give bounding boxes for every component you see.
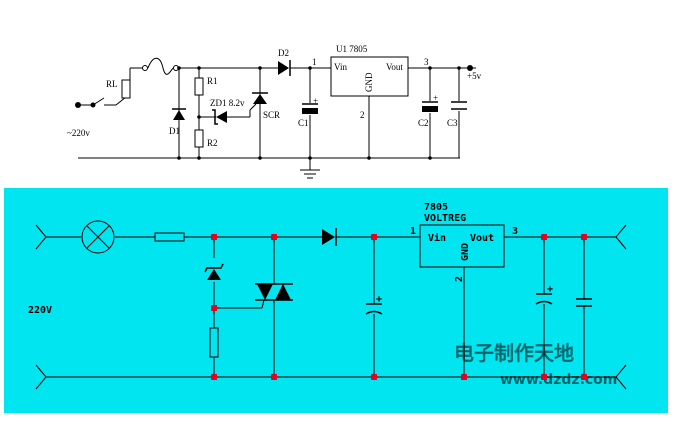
bottom-schematic: 电子制作天地 www.dzdz.com <box>4 188 668 413</box>
c2-capacitor <box>535 293 553 305</box>
watermark-cn: 电子制作天地 <box>454 341 574 365</box>
rl-resistor <box>121 79 131 99</box>
label-type: VOLTREG <box>424 213 466 224</box>
watermark-url: www.dzdz.com <box>500 372 617 388</box>
top-junctions <box>177 66 461 160</box>
label-rl: RL <box>106 79 118 89</box>
lamp <box>81 220 115 254</box>
fuse-terminal-left <box>142 65 148 71</box>
voltage-regulator <box>419 224 505 268</box>
top-wires <box>78 67 470 179</box>
label-d2: D2 <box>278 48 289 58</box>
label-u1: U1 7805 <box>336 44 368 54</box>
top-schematic: RL R1 R2 D1 ZD1 8.2v SCR D2 C1 + U1 7805… <box>67 44 482 179</box>
r2-resistor <box>194 129 204 148</box>
label-vout: Vout <box>386 62 403 72</box>
diode <box>322 228 337 246</box>
label-pin3: 3 <box>424 57 429 67</box>
switch-contact-dot <box>90 102 96 108</box>
input-terminal-dot <box>75 102 81 108</box>
zd1-zener <box>212 109 227 125</box>
label-c1-plus: + <box>313 96 318 106</box>
label-r2: R2 <box>207 138 218 148</box>
label-vout: Vout <box>470 233 494 244</box>
c2-capacitor <box>422 101 438 112</box>
bottom-wires <box>35 224 627 390</box>
label-gnd: GND <box>364 72 374 92</box>
label-c2-plus: + <box>433 93 438 103</box>
scr-thyristor <box>249 92 268 111</box>
label-c2-plus: + <box>547 284 553 295</box>
label-d1: D1 <box>169 126 180 136</box>
label-c1: C1 <box>298 118 309 128</box>
label-gnd: GND <box>460 243 471 261</box>
c3-capacitor <box>451 101 467 110</box>
label-r1: R1 <box>207 76 218 86</box>
c1-capacitor <box>365 303 383 315</box>
scr-thyristor <box>255 283 293 301</box>
d1-diode <box>172 108 186 120</box>
label-pin2: 2 <box>360 110 365 120</box>
label-vin: Vin <box>428 232 446 244</box>
fuse <box>154 232 185 242</box>
label-part: 7805 <box>424 202 448 213</box>
r1-resistor <box>194 77 204 96</box>
label-c1-plus: + <box>376 294 382 305</box>
bottom-junctions <box>211 234 587 380</box>
label-pin2: 2 <box>454 276 465 282</box>
c1-capacitor <box>302 103 318 114</box>
d2-diode <box>278 60 291 76</box>
u1-regulator <box>330 56 409 97</box>
label-scr: SCR <box>263 110 280 120</box>
label-c3: C3 <box>447 118 458 128</box>
resistor <box>209 327 219 358</box>
label-c2: C2 <box>418 118 429 128</box>
zener-diode <box>204 263 224 280</box>
label-pin1: 1 <box>312 57 317 67</box>
label-input: ~220v <box>67 128 90 138</box>
label-vin: Vin <box>334 62 347 72</box>
label-zd1: ZD1 8.2v <box>210 98 245 108</box>
c3-capacitor <box>576 298 592 307</box>
bottom-panel-background <box>4 188 668 413</box>
label-pin1: 1 <box>410 226 416 237</box>
label-output: +5v <box>467 71 482 81</box>
fuse <box>147 57 174 75</box>
label-input: 220V <box>28 305 52 316</box>
label-pin3: 3 <box>512 226 518 237</box>
